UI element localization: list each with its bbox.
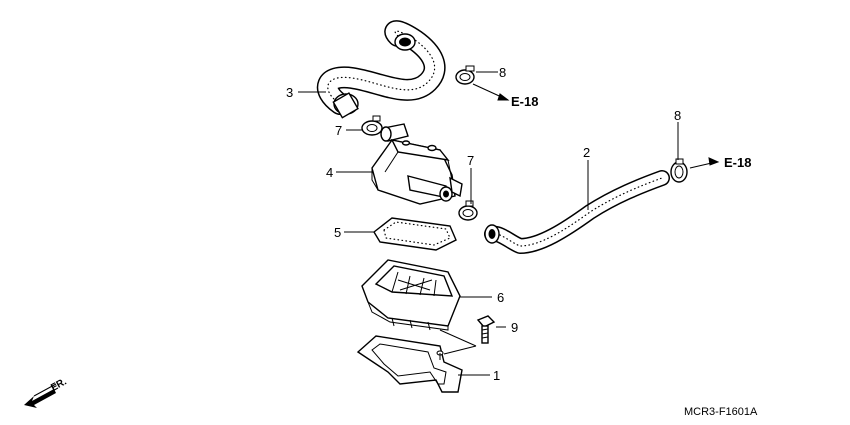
valve-case-part-6 <box>361 259 461 331</box>
callout-8-right: 8 <box>674 108 681 123</box>
callout-3: 3 <box>286 85 293 100</box>
bolt-part-9 <box>476 315 496 344</box>
callout-1: 1 <box>493 368 500 383</box>
hose-clamp-part-7-upper <box>361 115 383 136</box>
callout-4: 4 <box>326 165 333 180</box>
callout-2: 2 <box>583 145 590 160</box>
front-direction-indicator: FR. <box>24 376 69 408</box>
front-label: FR. <box>49 376 69 393</box>
bracket-part-1 <box>356 335 463 393</box>
hose-part-2 <box>484 170 670 254</box>
callout-7-lower: 7 <box>467 153 474 168</box>
valve-body-part-4 <box>371 123 463 205</box>
drawing-code: MCR3-F1601A <box>684 406 758 418</box>
callout-9: 9 <box>511 320 518 335</box>
callout-7-upper: 7 <box>335 123 342 138</box>
hose-part-3 <box>316 20 446 119</box>
hose-clamp-part-7-lower <box>458 200 478 221</box>
hose-clamp-part-8-upper <box>455 65 475 85</box>
callout-6: 6 <box>497 290 504 305</box>
callout-8-upper: 8 <box>499 65 506 80</box>
callout-5: 5 <box>334 225 341 240</box>
reference-e18-upper: E-18 <box>511 94 538 109</box>
leader-lines <box>298 71 720 376</box>
reference-e18-right: E-18 <box>724 155 751 170</box>
seal-plate-part-5 <box>373 217 457 251</box>
hose-clamp-part-8-right <box>670 158 688 183</box>
